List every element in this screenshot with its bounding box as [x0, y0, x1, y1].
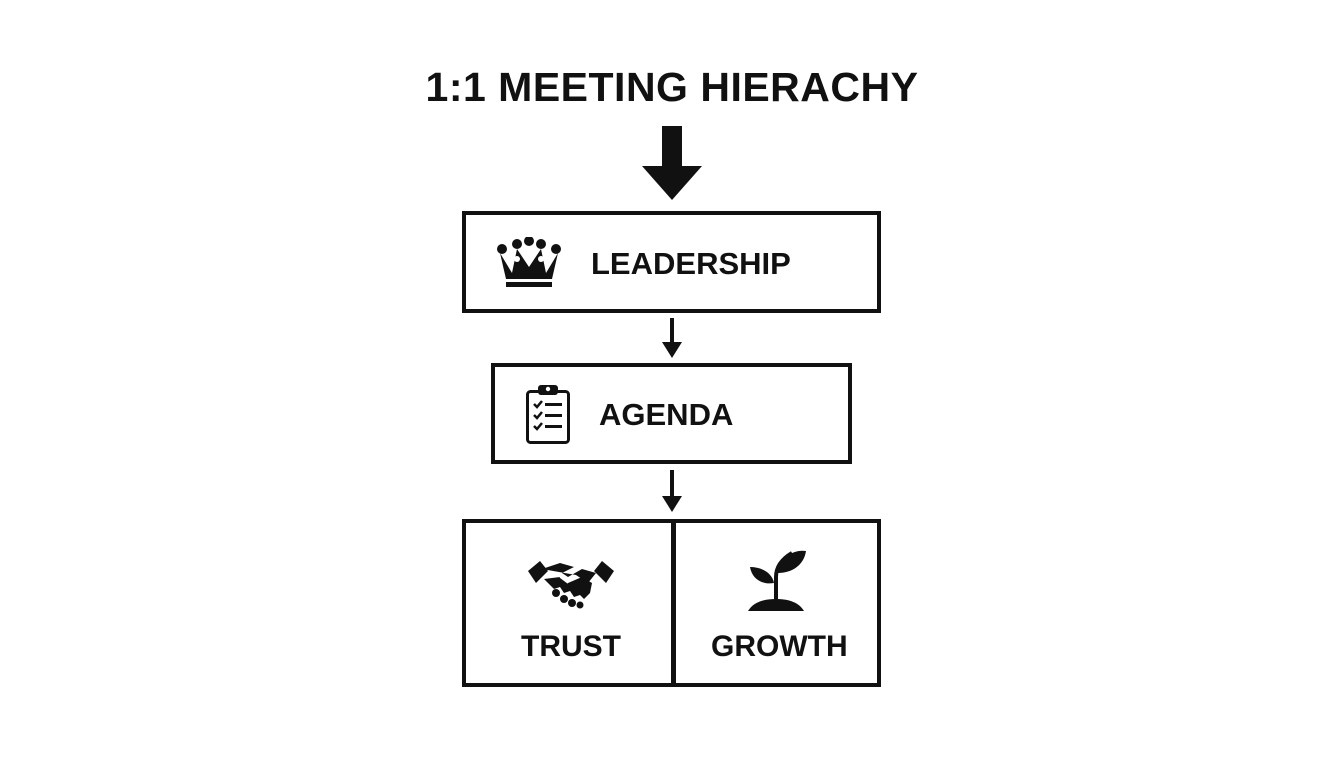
- foundations-divider: [671, 523, 676, 683]
- handshake-icon: [528, 561, 614, 609]
- trust-label: TRUST: [521, 630, 621, 663]
- sprout-icon: [748, 550, 806, 611]
- leadership-box: LEADERSHIP: [462, 211, 881, 313]
- crown-icon: [497, 237, 561, 287]
- growth-label: GROWTH: [711, 630, 848, 663]
- diagram-title: 1:1 MEETING HIERACHY: [425, 64, 919, 110]
- agenda-label: AGENDA: [599, 397, 734, 432]
- arrow-title-to-leadership: [642, 126, 702, 200]
- arrow-leadership-to-agenda: [662, 318, 682, 358]
- clipboard-checklist-icon: [526, 385, 570, 444]
- agenda-box: AGENDA: [491, 363, 852, 464]
- foundations-box: TRUST GROWTH: [462, 519, 881, 687]
- arrow-agenda-to-foundations: [662, 470, 682, 512]
- leadership-label: LEADERSHIP: [591, 246, 791, 281]
